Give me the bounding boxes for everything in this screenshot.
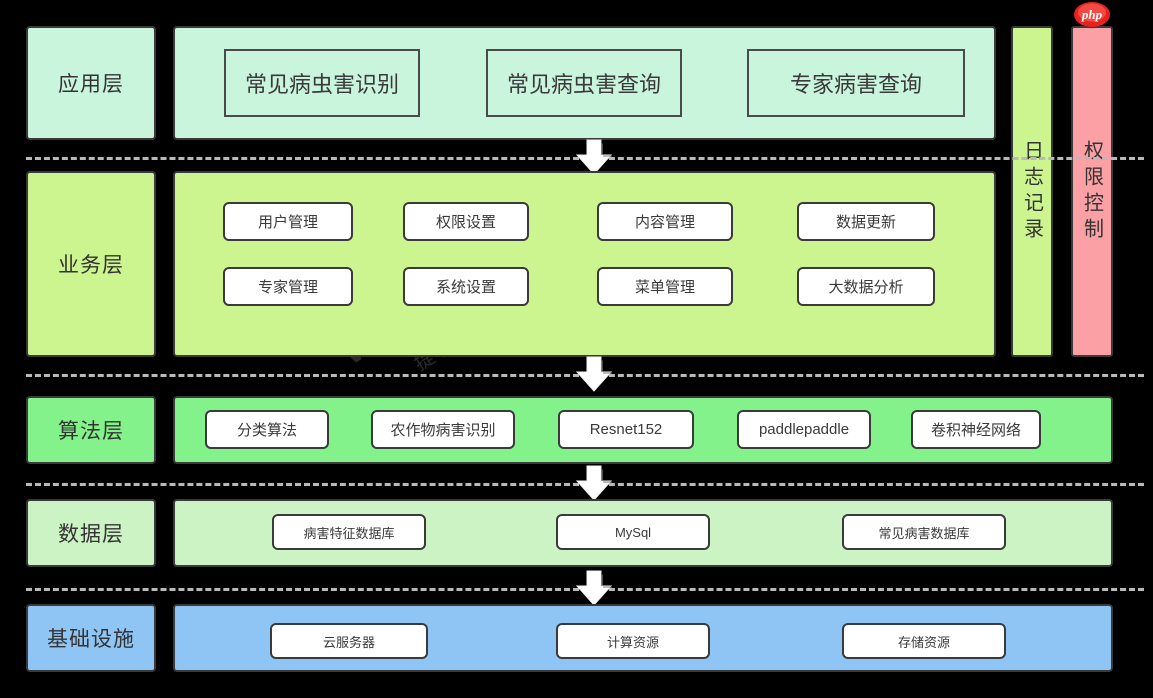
algorithm-item-classification[interactable]: 分类算法 <box>205 410 329 449</box>
layer-label-infrastructure[interactable]: 基础设施 <box>26 604 156 672</box>
business-item-3-label: 数据更新 <box>835 214 896 231</box>
layer-label-data[interactable]: 数据层 <box>26 499 156 567</box>
data-item-1-label: MySql <box>614 524 652 540</box>
business-item-content-management[interactable]: 内容管理 <box>597 202 733 241</box>
side-panel-log-label: 日志记录 <box>1020 139 1043 244</box>
algorithm-item-2-label: Resnet152 <box>589 421 663 438</box>
app-item-expert-query[interactable]: 专家病害查询 <box>747 49 965 117</box>
app-item-0-label: 常见病虫害识别 <box>244 72 399 97</box>
data-item-2-label: 常见病害数据库 <box>878 525 970 541</box>
business-item-expert-management[interactable]: 专家管理 <box>223 267 353 306</box>
side-panel-auth-label: 权限控制 <box>1080 139 1103 244</box>
connector-arrow-algorithm-data <box>574 464 614 504</box>
algorithm-item-3-label: paddlepaddle <box>758 421 850 438</box>
business-item-4-label: 专家管理 <box>257 279 318 296</box>
infrastructure-item-2-label: 存储资源 <box>897 634 950 650</box>
layer-label-business-text: 业务层 <box>58 254 124 277</box>
business-item-permission-settings[interactable]: 权限设置 <box>403 202 529 241</box>
infrastructure-item-compute-resource[interactable]: 计算资源 <box>556 623 710 659</box>
layer-label-application-text: 应用层 <box>58 73 124 96</box>
data-item-mysql[interactable]: MySql <box>556 514 710 550</box>
app-item-pest-recognition[interactable]: 常见病虫害识别 <box>224 49 420 117</box>
business-item-menu-management[interactable]: 菜单管理 <box>597 267 733 306</box>
algorithm-item-crop-disease-recognition[interactable]: 农作物病害识别 <box>371 410 515 449</box>
infrastructure-item-cloud-server[interactable]: 云服务器 <box>270 623 428 659</box>
side-panel-log-record[interactable]: 日志记录 <box>1011 26 1053 357</box>
layer-label-algorithm-text: 算法层 <box>58 420 124 443</box>
business-item-system-settings[interactable]: 系统设置 <box>403 267 529 306</box>
app-item-pest-query[interactable]: 常见病虫害查询 <box>486 49 682 117</box>
data-item-common-disease-db[interactable]: 常见病害数据库 <box>842 514 1006 550</box>
infrastructure-item-storage-resource[interactable]: 存储资源 <box>842 623 1006 659</box>
svg-text:php: php <box>1081 7 1103 22</box>
business-item-2-label: 内容管理 <box>634 214 695 231</box>
layer-label-infrastructure-text: 基础设施 <box>47 628 135 651</box>
business-item-5-label: 系统设置 <box>435 279 496 296</box>
layer-label-application[interactable]: 应用层 <box>26 26 156 140</box>
business-item-7-label: 大数据分析 <box>828 279 904 296</box>
business-item-big-data-analysis[interactable]: 大数据分析 <box>797 267 935 306</box>
data-item-disease-feature-db[interactable]: 病害特征数据库 <box>272 514 426 550</box>
connector-arrow-business-algorithm <box>574 355 614 395</box>
business-item-6-label: 菜单管理 <box>634 279 695 296</box>
business-item-1-label: 权限设置 <box>435 214 496 231</box>
business-item-data-update[interactable]: 数据更新 <box>797 202 935 241</box>
layer-label-algorithm[interactable]: 算法层 <box>26 396 156 464</box>
algorithm-item-0-label: 分类算法 <box>236 422 297 439</box>
business-item-user-management[interactable]: 用户管理 <box>223 202 353 241</box>
algorithm-item-resnet152[interactable]: Resnet152 <box>558 410 694 449</box>
business-item-0-label: 用户管理 <box>257 214 318 231</box>
infrastructure-item-0-label: 云服务器 <box>322 634 375 650</box>
algorithm-item-1-label: 农作物病害识别 <box>390 422 496 439</box>
connector-arrow-application-business <box>574 138 614 178</box>
layer-label-business[interactable]: 业务层 <box>26 171 156 357</box>
php-logo-icon: php <box>1073 1 1111 28</box>
side-panel-auth-control[interactable]: 权限控制 <box>1071 26 1113 357</box>
algorithm-item-4-label: 卷积神经网络 <box>930 422 1021 439</box>
layer-label-data-text: 数据层 <box>58 523 124 546</box>
app-item-2-label: 专家病害查询 <box>789 72 922 97</box>
data-item-0-label: 病害特征数据库 <box>303 525 395 541</box>
infrastructure-item-1-label: 计算资源 <box>606 634 659 650</box>
app-item-1-label: 常见病虫害查询 <box>506 72 661 97</box>
layer-body-business <box>173 171 996 357</box>
layer-body-application <box>173 26 996 140</box>
algorithm-item-cnn[interactable]: 卷积神经网络 <box>911 410 1041 449</box>
algorithm-item-paddlepaddle[interactable]: paddlepaddle <box>737 410 871 449</box>
connector-arrow-data-infrastructure <box>574 569 614 609</box>
